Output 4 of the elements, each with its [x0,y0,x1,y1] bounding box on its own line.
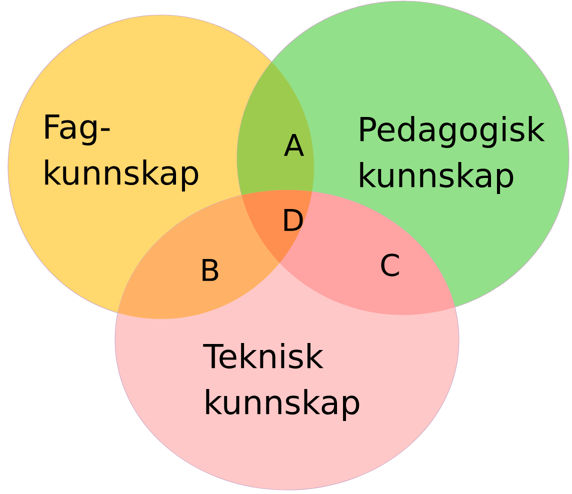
region-letter: D [284,209,303,231]
region-letter: B [202,259,218,281]
region-letter: C [381,254,399,276]
region-letter: A [284,134,304,156]
